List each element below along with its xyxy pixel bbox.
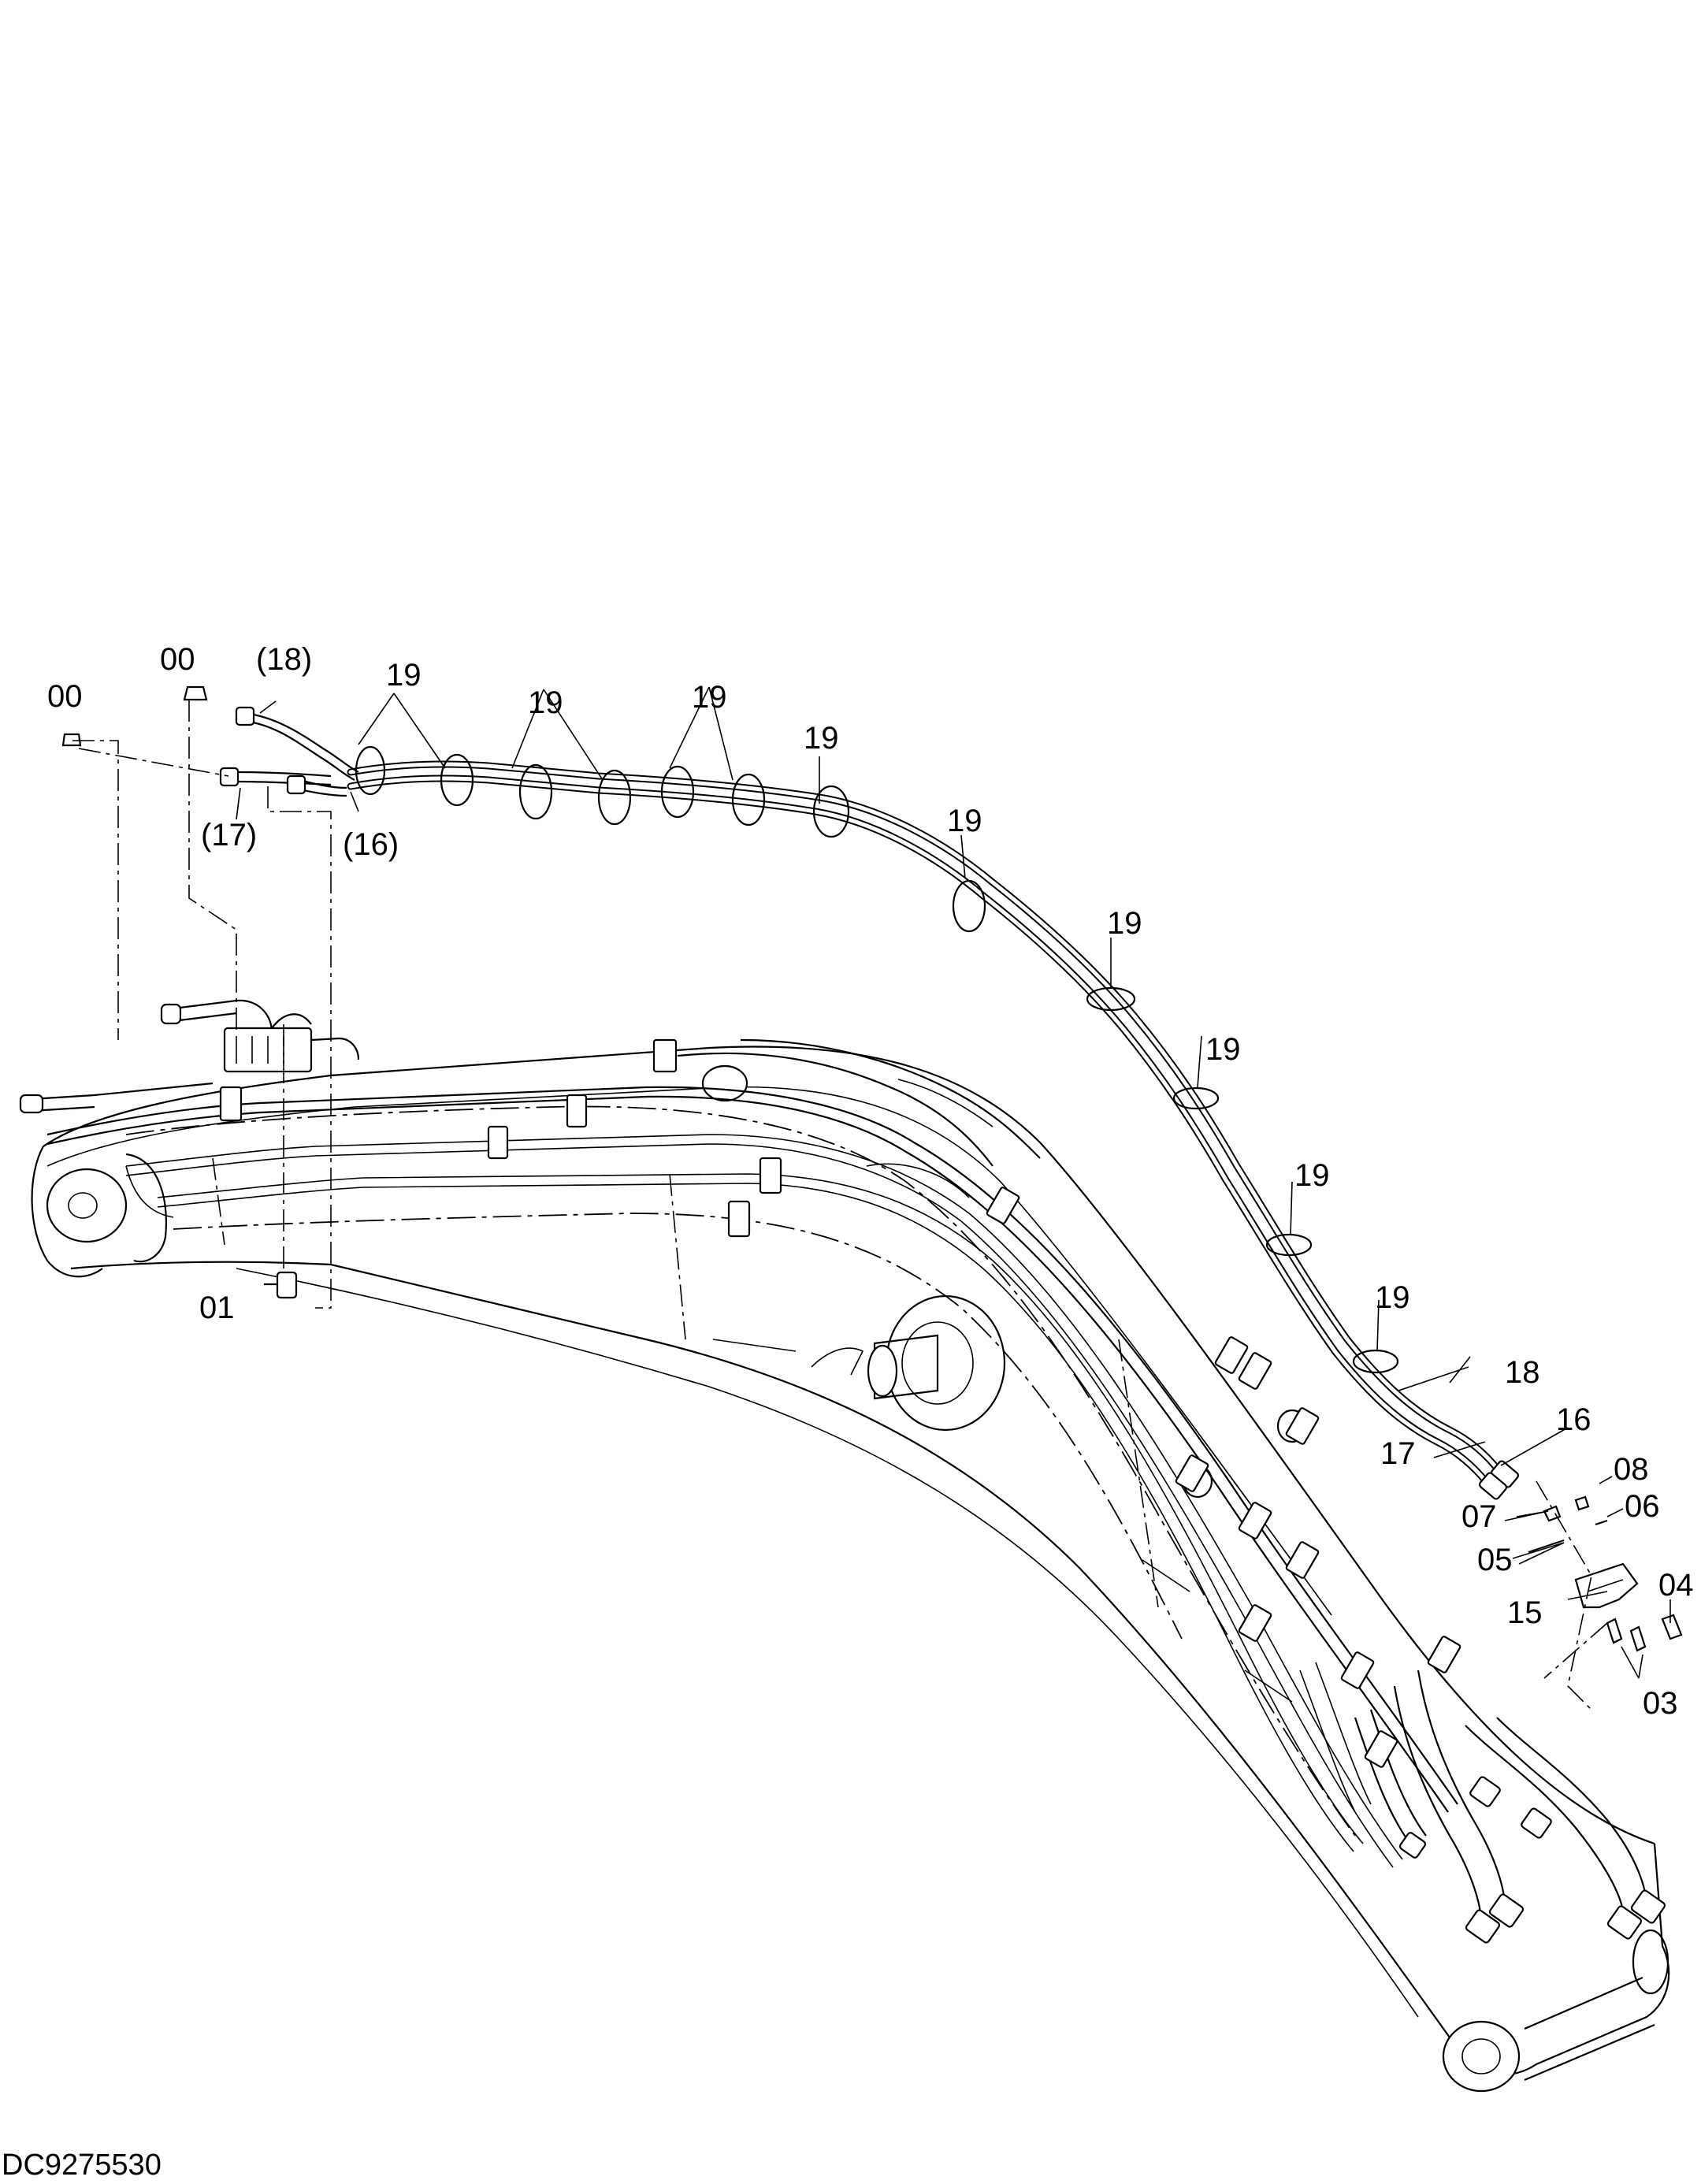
callout-leaders [236, 686, 1671, 1679]
phantom-leader-lines [72, 700, 332, 1309]
callout-19: 19 [528, 685, 563, 720]
callout-19: 19 [1205, 1032, 1241, 1067]
callout-19: 19 [947, 804, 982, 838]
spiral-guard-coils [355, 745, 1399, 1374]
boom-pipe-bundle [19, 999, 1666, 1944]
boom-assembly [31, 1046, 1670, 2093]
boom-tip-pin [1442, 2020, 1521, 2093]
callout-00-top: 00 [160, 642, 195, 677]
attachment-hose-routing [61, 685, 1520, 1500]
fitting-01 [264, 1271, 298, 1299]
callout-17: 17 [1380, 1436, 1416, 1471]
callout-19: 19 [1107, 906, 1142, 941]
callout-03: 03 [1643, 1686, 1678, 1721]
cylinder-mount-boss [885, 1294, 1006, 1432]
callout-19: 19 [692, 680, 727, 715]
callout-17-ref: (17) [201, 818, 257, 852]
callout-19: 19 [804, 721, 839, 756]
callout-16-ref: (16) [343, 827, 399, 862]
callout-18: 18 [1505, 1355, 1540, 1390]
callout-labels: 00 00 (18) (17) (16) 01 19 19 19 19 19 1… [47, 642, 1694, 1721]
callout-19: 19 [1375, 1280, 1410, 1315]
callout-16: 16 [1556, 1402, 1591, 1437]
callout-04: 04 [1658, 1568, 1694, 1603]
callout-07: 07 [1461, 1499, 1497, 1534]
callout-19: 19 [1294, 1158, 1330, 1193]
callout-19: 19 [386, 658, 422, 693]
callout-05: 05 [1477, 1543, 1513, 1577]
callout-08: 08 [1614, 1452, 1649, 1487]
callout-00-left: 00 [47, 679, 83, 714]
exploded-parts-tip [1528, 1480, 1683, 1710]
callout-18-ref: (18) [256, 642, 312, 677]
callout-15: 15 [1507, 1595, 1543, 1630]
callout-06: 06 [1625, 1489, 1660, 1524]
document-id: DC9275530 [2, 2149, 162, 2182]
callout-01: 01 [199, 1291, 235, 1325]
boom-foot-pin [46, 1168, 128, 1243]
